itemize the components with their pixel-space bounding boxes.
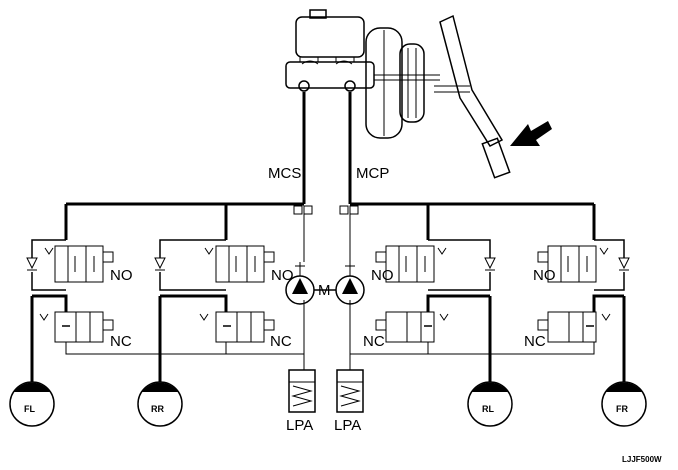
no-label-3: NO [371,267,394,284]
wheel-fr-label: FR [616,404,628,414]
wheel-rr: RR [137,381,183,427]
master-cylinder-icon [285,9,440,92]
wheel-rl: RL [467,381,513,427]
solenoid-valve-icon [39,311,611,343]
figure-code: LJJF500W [622,455,662,464]
motor-label: M [318,282,331,299]
wheel-rl-label: RL [482,404,494,414]
lpa-right-label: LPA [334,417,361,434]
nc-label-1: NC [110,333,132,350]
mcp-label: MCP [356,165,389,182]
no-label-2: NO [271,267,294,284]
solenoid-valve-icon [44,245,609,283]
no-label-4: NO [533,267,556,284]
wheel-fl-label: FL [24,404,35,414]
pump-icon [335,262,365,305]
no-label-1: NO [110,267,133,284]
wheel-fr: FR [601,381,647,427]
brake-booster-icon [365,27,425,139]
spring-accumulator-icon [288,369,316,413]
arrow-icon [510,121,552,146]
wheel-fl: FL [9,381,55,427]
spring-accumulator-icon [336,369,364,413]
nc-label-2: NC [270,333,292,350]
lpa-left-label: LPA [286,417,313,434]
check-valve-icon [26,239,630,291]
nc-label-3: NC [363,333,385,350]
nc-label-4: NC [524,333,546,350]
brake-pedal-icon [434,14,511,179]
wheel-rr-label: RR [151,404,164,414]
mcs-label: MCS [268,165,301,182]
